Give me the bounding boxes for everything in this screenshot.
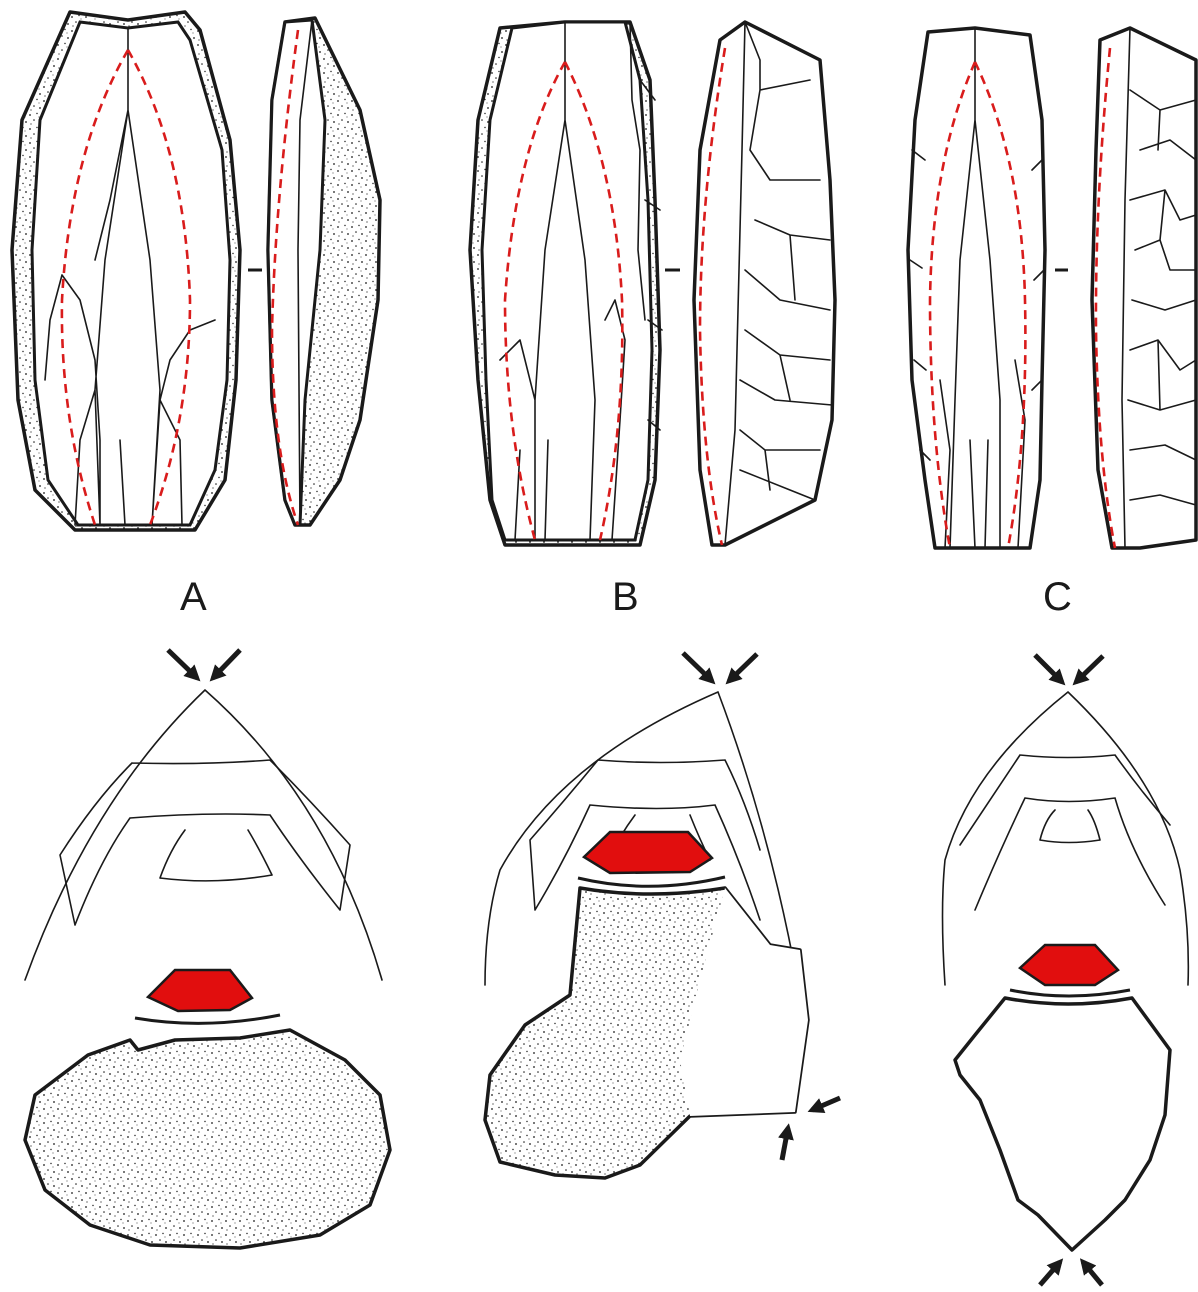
platform-a-outer-curves <box>25 690 382 980</box>
core-b-side-view <box>665 22 835 545</box>
core-a-front-view <box>12 12 240 530</box>
platform-b-arrow-right <box>729 654 757 681</box>
platform-c-arrow-left <box>1035 655 1062 682</box>
platform-b-arrow-left <box>683 653 712 681</box>
platform-a-cortex-base <box>25 1030 390 1248</box>
core-c-front-view <box>908 28 1045 548</box>
core-b-side-outline <box>694 22 835 545</box>
platform-a-red-section <box>148 970 252 1011</box>
platform-c-section-line <box>1010 990 1130 996</box>
platform-c-arrow-bottom-left <box>1040 1262 1060 1285</box>
platform-b-diagram <box>485 653 840 1178</box>
core-b-front-view <box>470 22 662 545</box>
core-a-front-face <box>32 22 230 525</box>
platform-c-outer-curves <box>943 692 1189 985</box>
platform-b-red-section <box>584 832 712 873</box>
platform-c-diagram <box>943 655 1189 1285</box>
platform-a-diagram <box>25 650 390 1248</box>
platform-a-section-line <box>135 1015 280 1023</box>
panel-label-b: B <box>612 577 639 617</box>
panel-label-c: C <box>1043 577 1072 617</box>
platform-c-red-section <box>1020 945 1118 985</box>
platform-b-section-line <box>578 877 725 886</box>
platform-c-base-outline <box>955 998 1170 1250</box>
platform-c-arrow-right <box>1076 656 1103 682</box>
platform-c-arrow-bottom-right <box>1083 1262 1102 1285</box>
core-c-side-view <box>1055 28 1196 548</box>
platform-b-arrow-bottom <box>782 1128 788 1160</box>
core-a-side-view <box>248 18 380 525</box>
platform-a-arrow-right <box>213 650 240 678</box>
platform-a-scars <box>60 760 350 925</box>
platform-c-scars <box>960 755 1170 910</box>
platform-a-arrow-left <box>168 650 197 678</box>
core-c-side-outline <box>1092 28 1196 548</box>
platform-b-arrow-side <box>812 1098 840 1110</box>
panel-label-a: A <box>180 577 207 617</box>
